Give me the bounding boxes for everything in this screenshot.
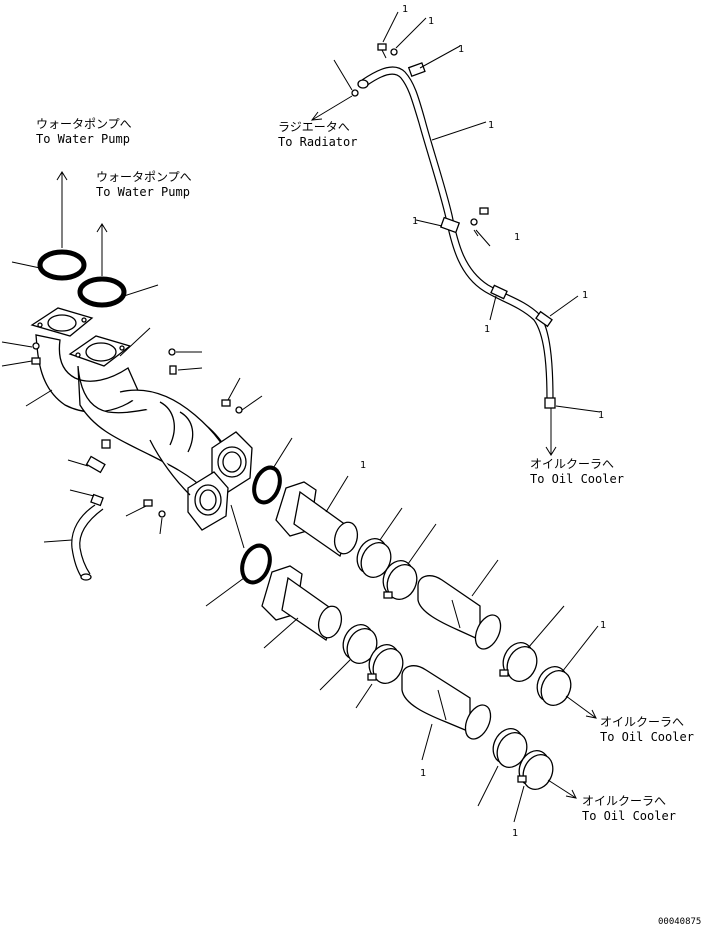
index-mark: 1 [488,120,494,131]
elbow-fitting [85,455,106,474]
hose-clamp [536,665,572,707]
tube-end-fitting [357,79,369,89]
index-marks: 1 1 1 1 1 1 1 1 1 1 1 1 1 [360,4,606,839]
index-mark: 1 [420,768,426,779]
hose-clamp [356,537,392,579]
label-en: To Water Pump [36,132,130,146]
hose-clamp [517,749,554,791]
label-en: To Radiator [278,135,357,149]
washer [351,89,359,97]
label-jp: オイルクーラへ [530,457,614,471]
label-to-oil-cooler-1: オイルクーラへ To Oil Cooler [530,457,624,486]
index-mark: 1 [484,324,490,335]
water-pump-arrows [56,171,108,276]
hose-clamp [382,559,418,601]
hose-clamp [492,727,528,769]
index-mark: 1 [600,620,606,631]
hose-clamp [367,643,404,685]
flanged-tube-upper [275,481,359,558]
label-jp: ウォータポンプへ [96,170,192,184]
label-to-oil-cooler-2: オイルクーラへ To Oil Cooler [600,715,694,744]
connector [90,493,104,507]
water-manifold [30,307,253,531]
tube-end-fitting [544,397,556,409]
flanged-tube-lower [261,565,343,642]
index-mark: 1 [582,290,588,301]
label-jp: ラジエータへ [278,120,350,134]
label-to-oil-cooler-3: オイルクーラへ To Oil Cooler [582,794,676,823]
washer [470,218,478,226]
hose-clamp [499,641,538,683]
bolt [31,357,41,365]
bolt [169,365,177,375]
coolant-tube-assembly [310,11,601,456]
rubber-hose-upper [417,575,502,650]
tube-clamp [407,62,426,77]
bolt [221,399,231,407]
o-ring [77,276,127,308]
index-mark: 1 [428,16,434,27]
label-en: To Oil Cooler [582,809,676,823]
o-ring [37,249,87,281]
rubber-hose-lower [401,665,492,740]
tube-clamp [535,310,553,328]
index-mark: 1 [402,4,408,15]
washer [390,48,398,56]
hose-clamp [342,623,378,665]
washer [158,510,166,518]
label-en: To Oil Cooler [600,730,694,744]
index-mark: 1 [412,216,418,227]
tube-clamp [490,284,508,300]
label-en: To Water Pump [96,185,190,199]
plug [101,439,111,449]
index-mark: 1 [360,460,366,471]
label-jp: オイルクーラへ [600,715,684,729]
label-jp: オイルクーラへ [582,794,666,808]
bolt [143,499,153,507]
label-to-water-pump-1: ウォータポンプへ To Water Pump [36,117,132,146]
washer [32,342,40,350]
index-mark: 1 [598,410,604,421]
label-to-radiator: ラジエータへ To Radiator [278,120,357,149]
small-hose [71,504,104,581]
index-mark: 1 [512,828,518,839]
gasket [252,465,282,505]
label-en: To Oil Cooler [530,472,624,486]
washer [168,348,176,356]
index-mark: 1 [514,232,520,243]
washer [235,406,243,414]
bolt [479,207,489,215]
drawing-code: 00040875 [658,917,701,927]
label-jp: ウォータポンプへ [36,117,132,131]
tube-clamp [439,216,461,234]
index-mark: 1 [458,44,464,55]
label-to-water-pump-2: ウォータポンプへ To Water Pump [96,170,192,199]
gasket [240,543,272,585]
bolt [377,43,387,59]
